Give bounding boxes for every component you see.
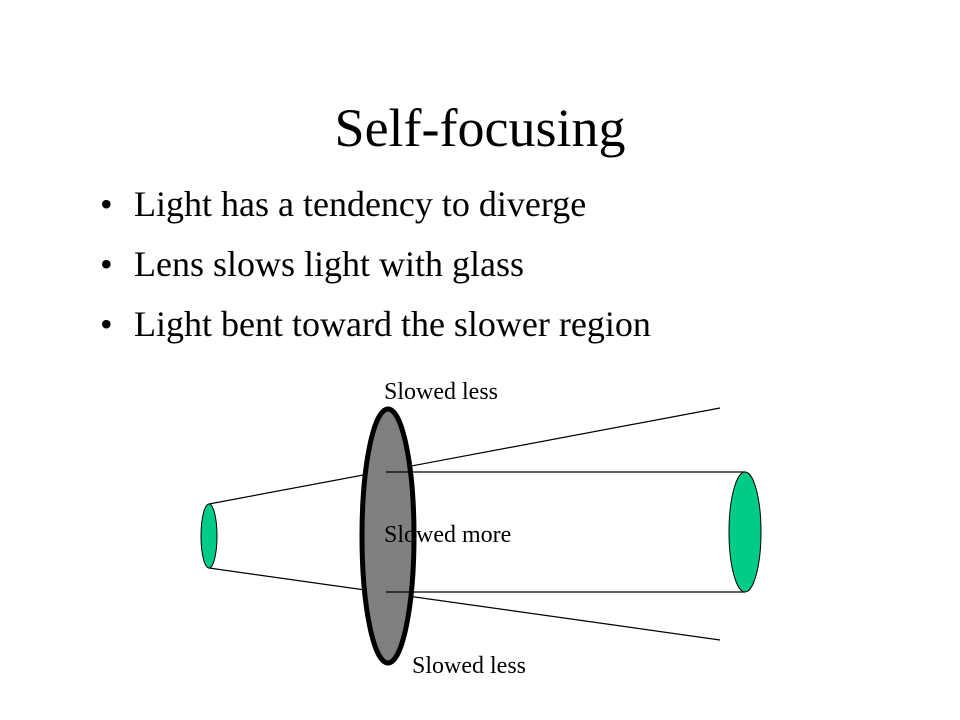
- bullet-item: • Light bent toward the slower region: [100, 294, 651, 354]
- bullet-list: • Light has a tendency to diverge • Lens…: [100, 174, 651, 354]
- bullet-dot: •: [100, 184, 113, 224]
- label-slowed-less-top: Slowed less: [384, 379, 498, 405]
- label-slowed-less-bottom: Slowed less: [412, 653, 526, 679]
- bullet-text: Lens slows light with glass: [134, 244, 525, 284]
- slide-title: Self-focusing: [334, 98, 626, 158]
- source-beam-ellipse: [200, 503, 218, 569]
- label-slowed-more: Slowed more: [384, 522, 512, 548]
- bullet-dot: •: [100, 304, 113, 344]
- bullet-text: Light bent toward the slower region: [134, 304, 651, 344]
- focused-beam-ellipse: [728, 471, 762, 593]
- bullet-item: • Light has a tendency to diverge: [100, 174, 651, 234]
- bullet-text: Light has a tendency to diverge: [134, 184, 587, 224]
- diverging-ray-bottom: [208, 567, 721, 641]
- bullet-dot: •: [100, 244, 113, 284]
- diverging-ray-top: [208, 407, 721, 505]
- bullet-item: • Lens slows light with glass: [100, 234, 651, 294]
